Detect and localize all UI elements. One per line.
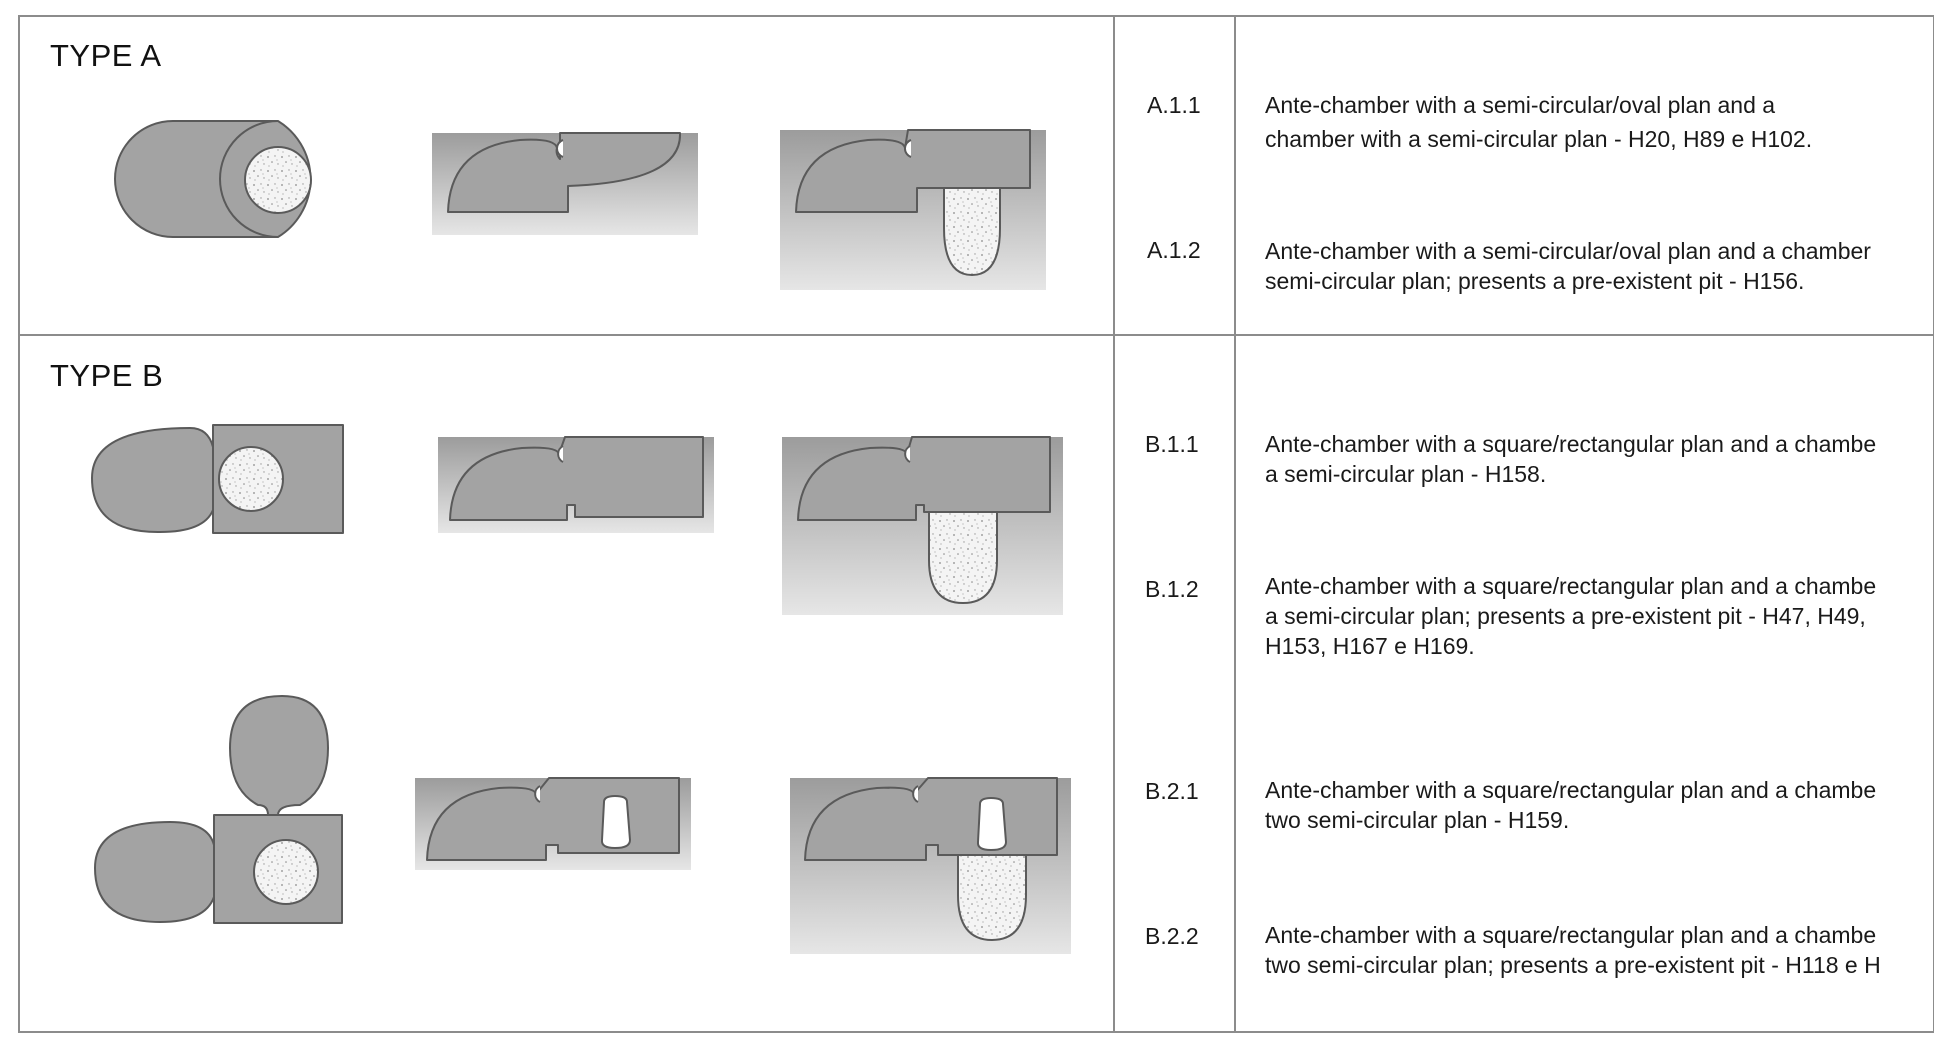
type-b2-plan — [94, 695, 343, 924]
variant-code-a11: A.1.1 — [1147, 92, 1201, 118]
type-b2-section-pit — [790, 777, 1071, 954]
variant-code-b12: B.1.2 — [1145, 576, 1199, 602]
type-a-section-pit — [780, 129, 1046, 290]
variant-code-b11: B.1.1 — [1145, 431, 1199, 457]
type-a-section — [432, 132, 698, 235]
variant-description-a11: Ante-chamber with a semi-circular/oval p… — [1265, 92, 1813, 152]
variant-description-a12: Ante-chamber with a semi-circular/oval p… — [1265, 238, 1871, 294]
type-b1-section-pit — [782, 436, 1063, 615]
table-frame — [18, 15, 1934, 1033]
variant-description-b22: Ante-chamber with a square/rectangular p… — [1265, 922, 1881, 978]
type-a-label: TYPE A — [50, 38, 162, 73]
type-b2-section — [415, 777, 691, 870]
variant-description-b21: Ante-chamber with a square/rectangular p… — [1265, 777, 1877, 833]
type-a-plan — [114, 120, 312, 238]
variant-code-b22: B.2.2 — [1145, 923, 1199, 949]
variant-code-b21: B.2.1 — [1145, 778, 1199, 804]
type-b1-section — [438, 436, 714, 533]
variant-code-a12: A.1.2 — [1147, 237, 1201, 263]
type-b1-plan — [91, 424, 344, 534]
type-b-label: TYPE B — [50, 358, 164, 393]
variant-description-b11: Ante-chamber with a square/rectangular p… — [1265, 431, 1877, 487]
variant-description-b12: Ante-chamber with a square/rectangular p… — [1265, 573, 1877, 659]
